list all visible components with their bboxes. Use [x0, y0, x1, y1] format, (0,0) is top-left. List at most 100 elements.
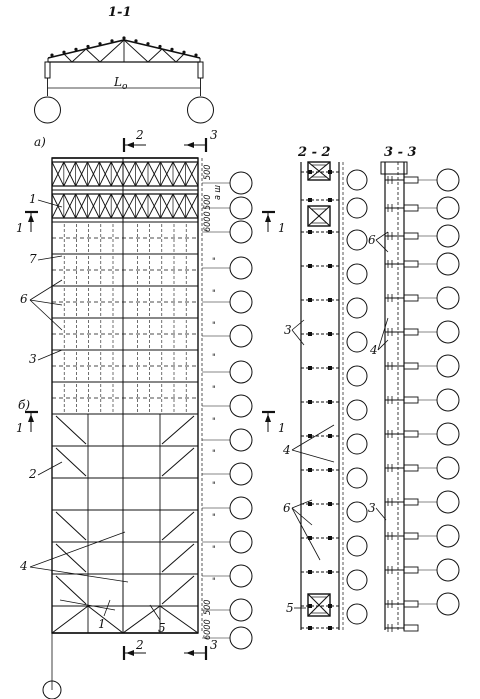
- cut-mark-2-top: 2: [122, 128, 146, 152]
- axis-bubble: [229, 564, 253, 588]
- tie-panel: [52, 352, 198, 380]
- purlin-node: [308, 400, 312, 404]
- purlin-node: [328, 198, 332, 202]
- purlin-node: [308, 502, 312, 506]
- purlin: [86, 44, 90, 49]
- purlin-node: [328, 264, 332, 268]
- purlin-node: [328, 230, 332, 234]
- svg-text:6000: 6000: [203, 211, 213, 232]
- axis-bubble: [229, 462, 253, 486]
- axis-bubble: [436, 354, 460, 378]
- purlin-node: [308, 604, 312, 608]
- svg-text:500: 500: [203, 165, 213, 180]
- purlin-node: [308, 198, 312, 202]
- strut-end: [403, 362, 419, 370]
- strut-end: [403, 464, 419, 472]
- purlin-node: [308, 468, 312, 472]
- horizontal-truss-panel: [51, 161, 199, 187]
- axis-bubble: [436, 592, 460, 616]
- axis-bubble: [229, 530, 253, 554]
- axis-bubble: [436, 558, 460, 582]
- callout-3: 3: [29, 352, 37, 366]
- purlin: [158, 44, 162, 49]
- callout-1-bottom: 1: [98, 617, 106, 631]
- ditto-mark: ": [212, 417, 216, 427]
- callout-5: 5: [158, 621, 166, 635]
- axis-bubble: [346, 399, 368, 421]
- cut-mark-3-top: 3: [184, 128, 218, 152]
- part-label-a: а): [34, 135, 46, 149]
- axis-bubble: [229, 360, 253, 384]
- truss-web: [63, 39, 185, 63]
- section-1-1: 1-1 Lo: [34, 5, 214, 124]
- svg-text:2: 2: [135, 128, 144, 142]
- vertical-brace-box: [307, 161, 331, 181]
- plan-dimensions: 500 500 6000 а ш 500 6000: [203, 165, 223, 640]
- axis-bubbles-main: [202, 171, 253, 650]
- callout-6-s33: 6: [368, 233, 376, 247]
- purlin: [98, 42, 102, 46]
- callout-4-s22: 4: [282, 443, 291, 457]
- strut-end: [403, 430, 419, 438]
- svg-text:500: 500: [203, 600, 213, 615]
- purlin-node: [328, 332, 332, 336]
- axis-bubble: [436, 422, 460, 446]
- svg-text:1: 1: [278, 221, 286, 235]
- callout-6: 6: [20, 292, 28, 306]
- callout-1: 1: [29, 192, 37, 206]
- purlin-node: [308, 230, 312, 234]
- cut-mark-3-bottom: 3: [184, 638, 218, 660]
- svg-text:1: 1: [16, 421, 24, 435]
- purlin: [74, 47, 78, 51]
- purlin-node: [328, 298, 332, 302]
- callout-3-s22: 3: [284, 323, 292, 337]
- ditto-mark: ": [212, 321, 216, 331]
- purlin: [122, 36, 126, 40]
- section-3-3: 3 - 3 6 4 3: [368, 145, 460, 632]
- strut-end: [403, 232, 419, 240]
- purlin-node: [308, 170, 312, 174]
- purlin: [110, 39, 114, 43]
- callout-3-s33: 3: [368, 501, 376, 515]
- tie-panel: [52, 384, 198, 412]
- plan-rows: [51, 157, 199, 634]
- axis-bubble: [346, 433, 368, 455]
- section-2-2: 2 - 2 3 4 6 5: [282, 145, 368, 630]
- purlin: [170, 47, 174, 51]
- purlin-node: [308, 366, 312, 370]
- vertical-bracing-region: [51, 414, 199, 634]
- purlin-node: [328, 366, 332, 370]
- strut-end: [403, 600, 419, 608]
- ditto-mark: ": [212, 385, 216, 395]
- purlin: [182, 50, 186, 54]
- axis-bubble: [436, 168, 460, 192]
- cut-mark-1-lower: 1 1: [16, 410, 286, 435]
- section-2-2-title: 2 - 2: [297, 145, 331, 160]
- axis-bubble: [229, 290, 253, 314]
- plan-outline: [51, 157, 199, 634]
- section-1-1-title: 1-1: [108, 5, 132, 20]
- purlin-node: [308, 298, 312, 302]
- main-plan: а) б) 1 1 1 1: [16, 128, 286, 699]
- svg-text:1: 1: [16, 221, 24, 235]
- axis-bubble: [346, 535, 368, 557]
- purlin-node: [328, 626, 332, 630]
- vertical-brace-box: [307, 205, 331, 227]
- axis-bubble: [229, 324, 253, 348]
- axis-bubble: [229, 256, 253, 280]
- purlin-node: [328, 400, 332, 404]
- ditto-mark: ": [212, 513, 216, 523]
- cut-mark-2-bottom: 2: [122, 638, 146, 660]
- callouts-main: 1 7 6 3 2 4 1 5: [19, 192, 166, 635]
- top-bracket: [380, 161, 408, 175]
- axis-bubble: [346, 365, 368, 387]
- purlin: [62, 50, 66, 54]
- callout-4: 4: [19, 559, 28, 573]
- callout-2: 2: [28, 467, 37, 481]
- axis-bubble: [346, 169, 368, 191]
- axis-bubble: [346, 331, 368, 353]
- roof-purlins: [50, 36, 198, 57]
- horizontal-truss-panel: [51, 193, 199, 219]
- axis-bubble: [436, 224, 460, 248]
- axis-bubble: [436, 524, 460, 548]
